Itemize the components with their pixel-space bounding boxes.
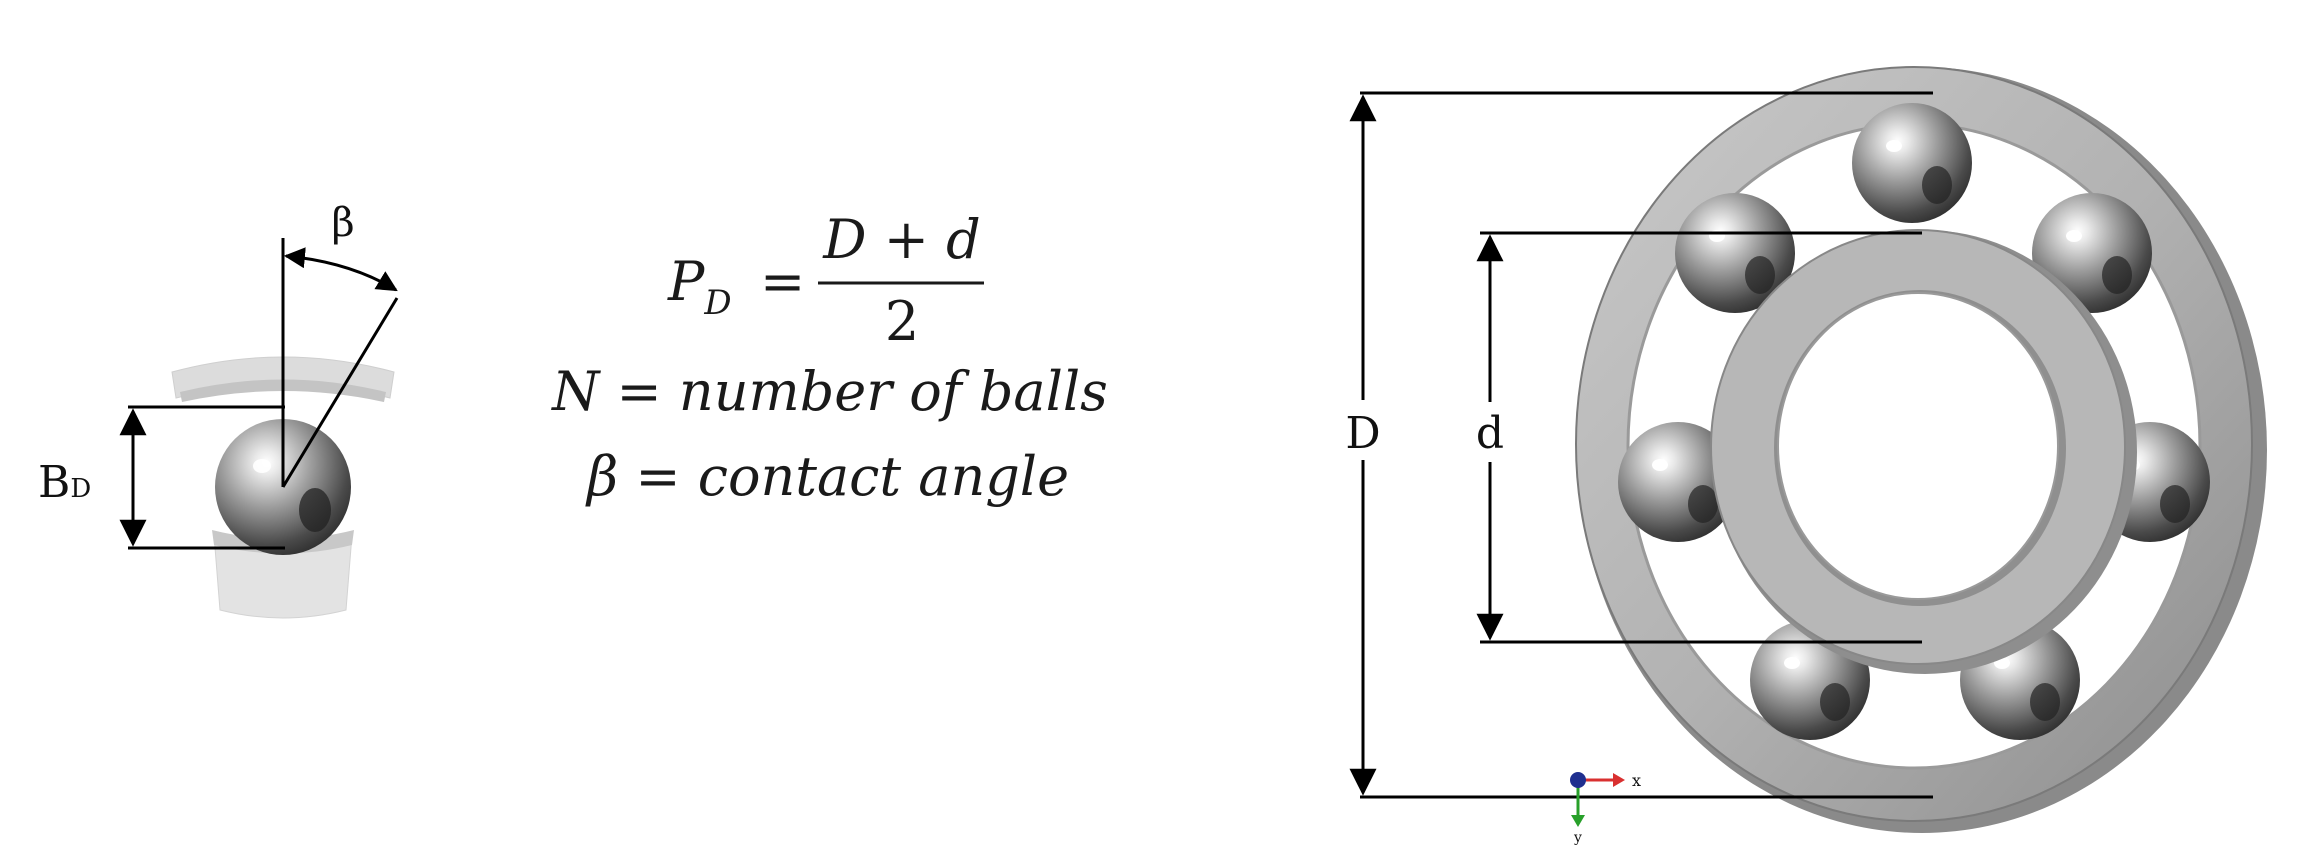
- outer-diameter-label-bg: [1335, 400, 1391, 460]
- contact-angle-definition: β = contact angle: [585, 445, 1069, 508]
- contact-angle-detail: β BD: [38, 200, 399, 619]
- ball-diameter-label: BD: [38, 457, 91, 508]
- pitch-equals: =: [760, 250, 805, 313]
- inner-ring-bore: [1777, 292, 2059, 600]
- detail-ball-reflection: [299, 488, 331, 532]
- ball: [1675, 193, 1795, 313]
- contact-line: [281, 297, 399, 488]
- outer-diameter-label: D: [1345, 408, 1380, 459]
- ball-diameter-label-sub: D: [70, 474, 91, 504]
- bearing-assembly: D d x y: [1335, 66, 2267, 846]
- ball: [1852, 103, 1972, 223]
- ball-count-definition: N = number of balls: [550, 360, 1108, 423]
- y-axis-arrowhead: [1571, 815, 1585, 827]
- ball-set: [1618, 103, 2210, 740]
- angle-symbol: β: [331, 200, 354, 246]
- ball: [1618, 422, 1738, 542]
- detail-ball-glint: [253, 459, 271, 473]
- pitch-variable: PD: [667, 250, 732, 323]
- x-axis-arrowhead: [1613, 773, 1625, 787]
- inner-diameter-label: d: [1476, 408, 1504, 459]
- formula-block: PD = D + d 2 N = number of balls β = con…: [550, 208, 1108, 508]
- x-axis-label: x: [1632, 771, 1641, 790]
- contact-angle-arc: [283, 247, 398, 292]
- pitch-numerator: D + d: [822, 208, 980, 271]
- pitch-denominator: 2: [885, 290, 919, 353]
- y-axis-label: y: [1573, 830, 1582, 846]
- inner-diameter-label-bg: [1466, 402, 1514, 462]
- ball-diameter-label-main: B: [38, 457, 70, 508]
- axis-triad: x y: [1570, 771, 1641, 846]
- axis-origin: [1570, 772, 1586, 788]
